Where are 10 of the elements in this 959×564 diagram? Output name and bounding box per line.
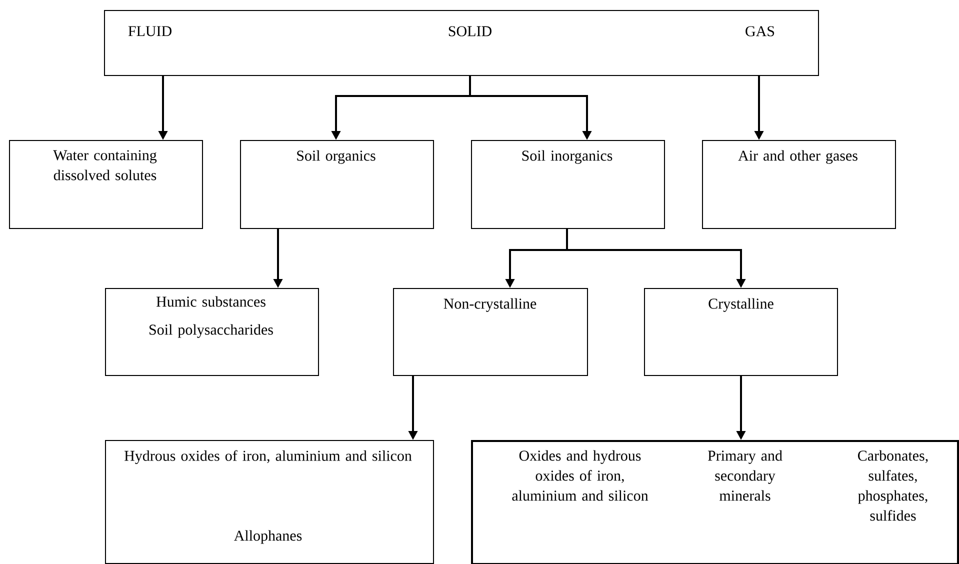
category-box: Oxides and hydrous oxides of iron, aluminium and silicon Primary and secondary minerals Carbonates, sulfates, phosphates, sulfides [471, 440, 959, 564]
category-box: Hydrous oxides of iron, aluminium and silicon Allophanes [105, 440, 434, 564]
category-box: FLUID SOLID GAS [104, 10, 819, 76]
category-box: Non-crystalline [393, 288, 588, 376]
category-box: Crystalline [644, 288, 838, 376]
category-box: Soil organics [240, 140, 434, 229]
category-box: Soil inorganics [471, 140, 665, 229]
category-box: Humic substances Soil polysaccharides [105, 288, 319, 376]
category-box: Water containing dissolved solutes [9, 140, 203, 229]
category-box: Air and other gases [702, 140, 896, 229]
